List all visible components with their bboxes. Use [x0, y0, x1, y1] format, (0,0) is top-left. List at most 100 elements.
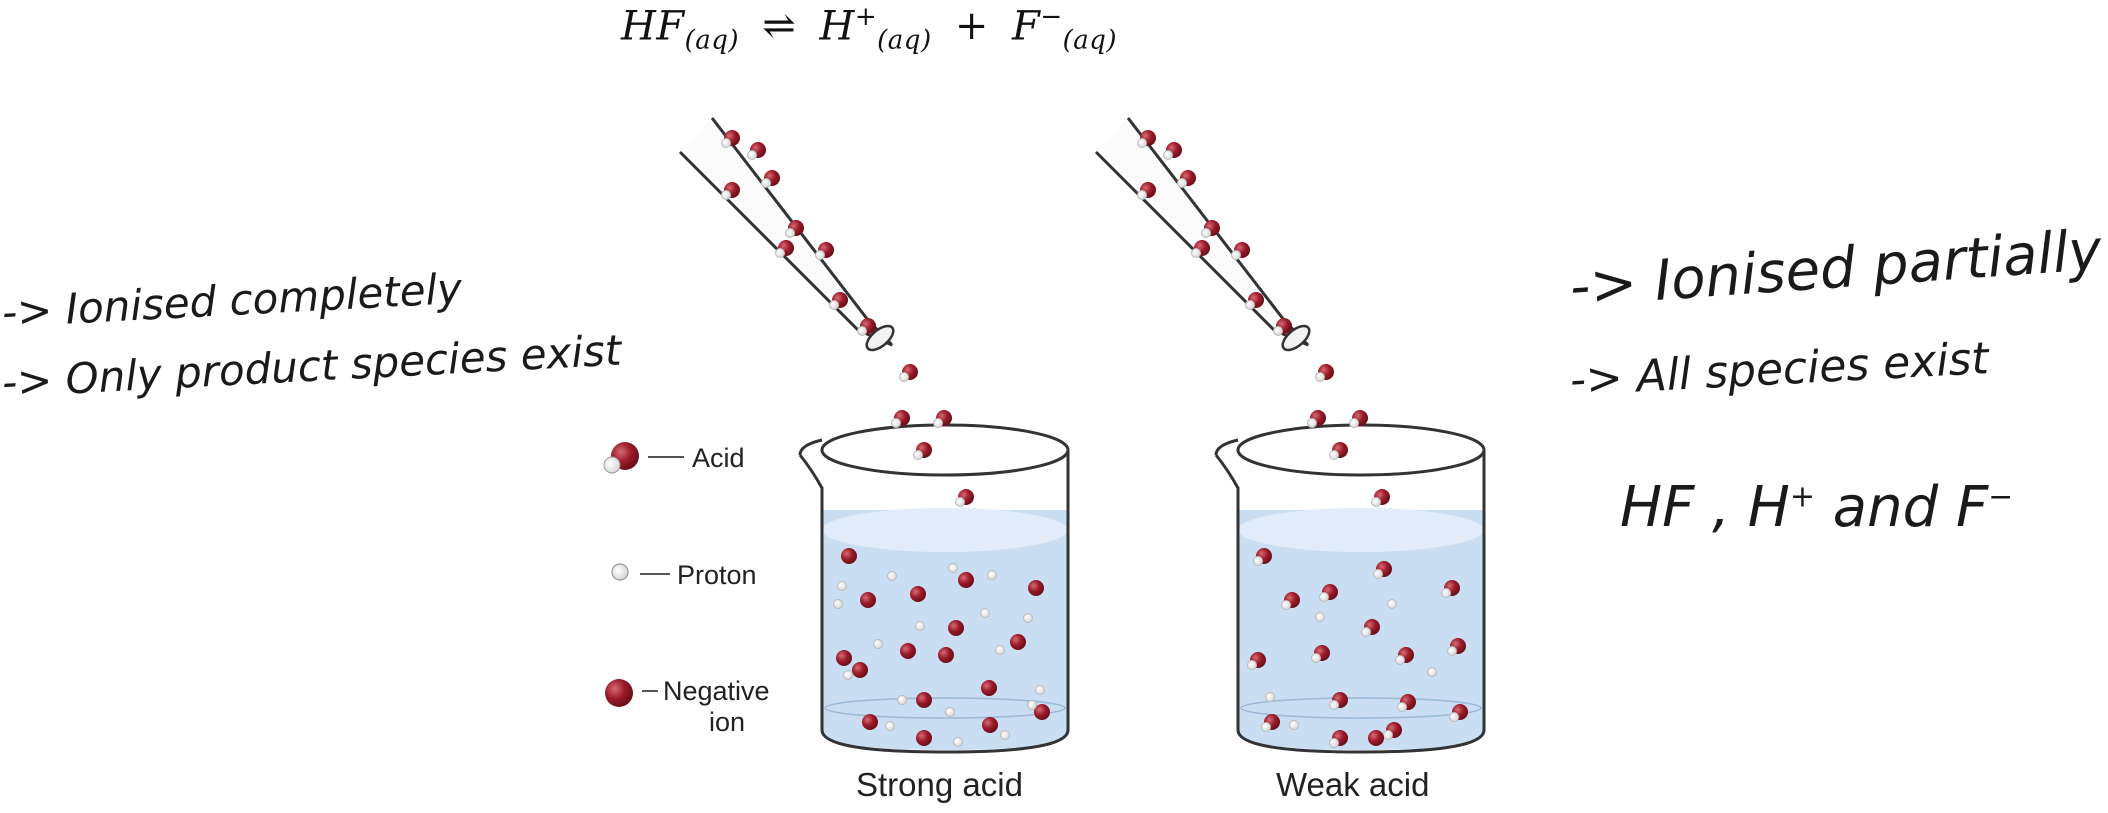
negative-ion: [1368, 730, 1384, 746]
acid-molecule-hydrogen: [747, 150, 757, 160]
legend-negative-ion-label-2: ion: [709, 707, 745, 737]
acid-molecule-hydrogen: [1397, 702, 1407, 712]
acid-molecule-hydrogen: [933, 418, 943, 428]
negative-ion: [1034, 704, 1050, 720]
negative-ion: [841, 548, 857, 564]
eq-reactant: HF: [620, 3, 685, 50]
acid-molecule-hydrogen: [829, 300, 839, 310]
negative-ion: [981, 680, 997, 696]
acid-molecule-hydrogen: [761, 178, 771, 188]
legend-acid-icon: [603, 442, 639, 474]
acid-molecule-hydrogen: [1447, 646, 1457, 656]
negative-ion: [1028, 580, 1044, 596]
acid-molecule-hydrogen: [1177, 178, 1187, 188]
proton: [873, 639, 883, 649]
proton: [980, 608, 990, 618]
acid-molecule-hydrogen: [1247, 660, 1257, 670]
negative-ion: [862, 714, 878, 730]
proton: [1023, 613, 1033, 623]
species-list-mid: and F: [1814, 475, 1989, 540]
caption-strong-acid: Strong acid: [856, 766, 1023, 803]
species-list-sup2: −: [1988, 479, 2014, 515]
equation: HF(aq) ⇌ H+(aq) + F−(aq): [0, 2, 1738, 55]
acid-molecule-hydrogen: [1395, 655, 1405, 665]
acid-molecule-hydrogen: [891, 418, 901, 428]
acid-molecule-hydrogen: [913, 450, 923, 460]
beaker-strong: [798, 423, 1070, 754]
negative-ion: [900, 643, 916, 659]
acid-molecule-hydrogen: [1315, 372, 1325, 382]
acid-molecule-hydrogen: [785, 228, 795, 238]
acid-molecule-hydrogen: [1319, 592, 1329, 602]
beaker-weak: [1214, 423, 1486, 754]
acid-molecule-hydrogen: [1137, 138, 1147, 148]
negative-ion: [1010, 634, 1026, 650]
legend-negative-ion-label-1: Negative: [663, 676, 770, 706]
acid-molecule-hydrogen: [721, 138, 731, 148]
acid-molecule-hydrogen: [1361, 627, 1371, 637]
negative-ion: [916, 692, 932, 708]
acid-molecule-hydrogen: [1329, 450, 1339, 460]
proton: [885, 721, 895, 731]
acid-molecule-hydrogen: [1137, 190, 1147, 200]
negative-ion: [938, 647, 954, 663]
proton: [1387, 599, 1397, 609]
acid-molecule-hydrogen: [1307, 418, 1317, 428]
negative-ion: [916, 730, 932, 746]
note-species-list: HF , H+ and F−: [1620, 475, 2013, 540]
eq-arrow: ⇌: [762, 3, 797, 50]
proton: [948, 563, 958, 573]
acid-molecule-hydrogen: [899, 372, 909, 382]
proton: [1289, 720, 1299, 730]
proton: [837, 581, 847, 591]
negative-ion: [852, 662, 868, 678]
legend-negative-ion-icon: [605, 679, 633, 707]
proton: [1000, 730, 1010, 740]
acid-molecule-hydrogen: [1349, 418, 1359, 428]
legend-proton-label: Proton: [677, 560, 757, 590]
eq-product1-charge: +: [854, 2, 878, 32]
acid-molecule-hydrogen: [857, 326, 867, 336]
acid-molecule-hydrogen: [1231, 250, 1241, 260]
species-list-prefix: HF , H: [1620, 475, 1790, 540]
acid-molecule-hydrogen: [1329, 700, 1339, 710]
acid-molecule-hydrogen: [1245, 300, 1255, 310]
legend-acid-label: Acid: [692, 443, 745, 473]
eq-product2: F: [1012, 3, 1041, 50]
eq-product1-state: (aq): [877, 25, 932, 56]
negative-ion: [948, 620, 964, 636]
acid-molecule-hydrogen: [1371, 497, 1381, 507]
proton: [915, 621, 925, 631]
proton: [987, 570, 997, 580]
acid-molecule-hydrogen: [1191, 248, 1201, 258]
acid-molecule-hydrogen: [1201, 228, 1211, 238]
acid-molecule-hydrogen: [1441, 588, 1451, 598]
acid-molecule-hydrogen: [1253, 556, 1263, 566]
particles: [721, 130, 1468, 748]
eq-product2-charge: −: [1040, 2, 1063, 32]
eq-reactant-state: (aq): [684, 25, 740, 56]
proton: [1027, 700, 1037, 710]
proton: [843, 670, 853, 680]
eq-product2-state: (aq): [1062, 25, 1118, 56]
negative-ion: [982, 717, 998, 733]
negative-ion: [836, 650, 852, 666]
acid-molecule-hydrogen: [955, 497, 965, 507]
proton: [1427, 667, 1437, 677]
acid-molecule-hydrogen: [721, 190, 731, 200]
species-list-sup1: +: [1789, 479, 1815, 515]
acid-molecule-hydrogen: [1383, 730, 1393, 740]
proton: [1035, 685, 1045, 695]
legend: Acid Proton Negative ion: [603, 442, 770, 737]
negative-ion: [860, 592, 876, 608]
proton: [953, 737, 963, 747]
acid-molecule-hydrogen: [1329, 738, 1339, 748]
acid-molecule-hydrogen: [815, 250, 825, 260]
proton: [887, 571, 897, 581]
negative-ion: [958, 572, 974, 588]
proton: [897, 695, 907, 705]
acid-molecule-hydrogen: [1163, 150, 1173, 160]
acid-molecule-hydrogen: [1281, 600, 1291, 610]
acid-molecule-hydrogen: [1261, 722, 1271, 732]
